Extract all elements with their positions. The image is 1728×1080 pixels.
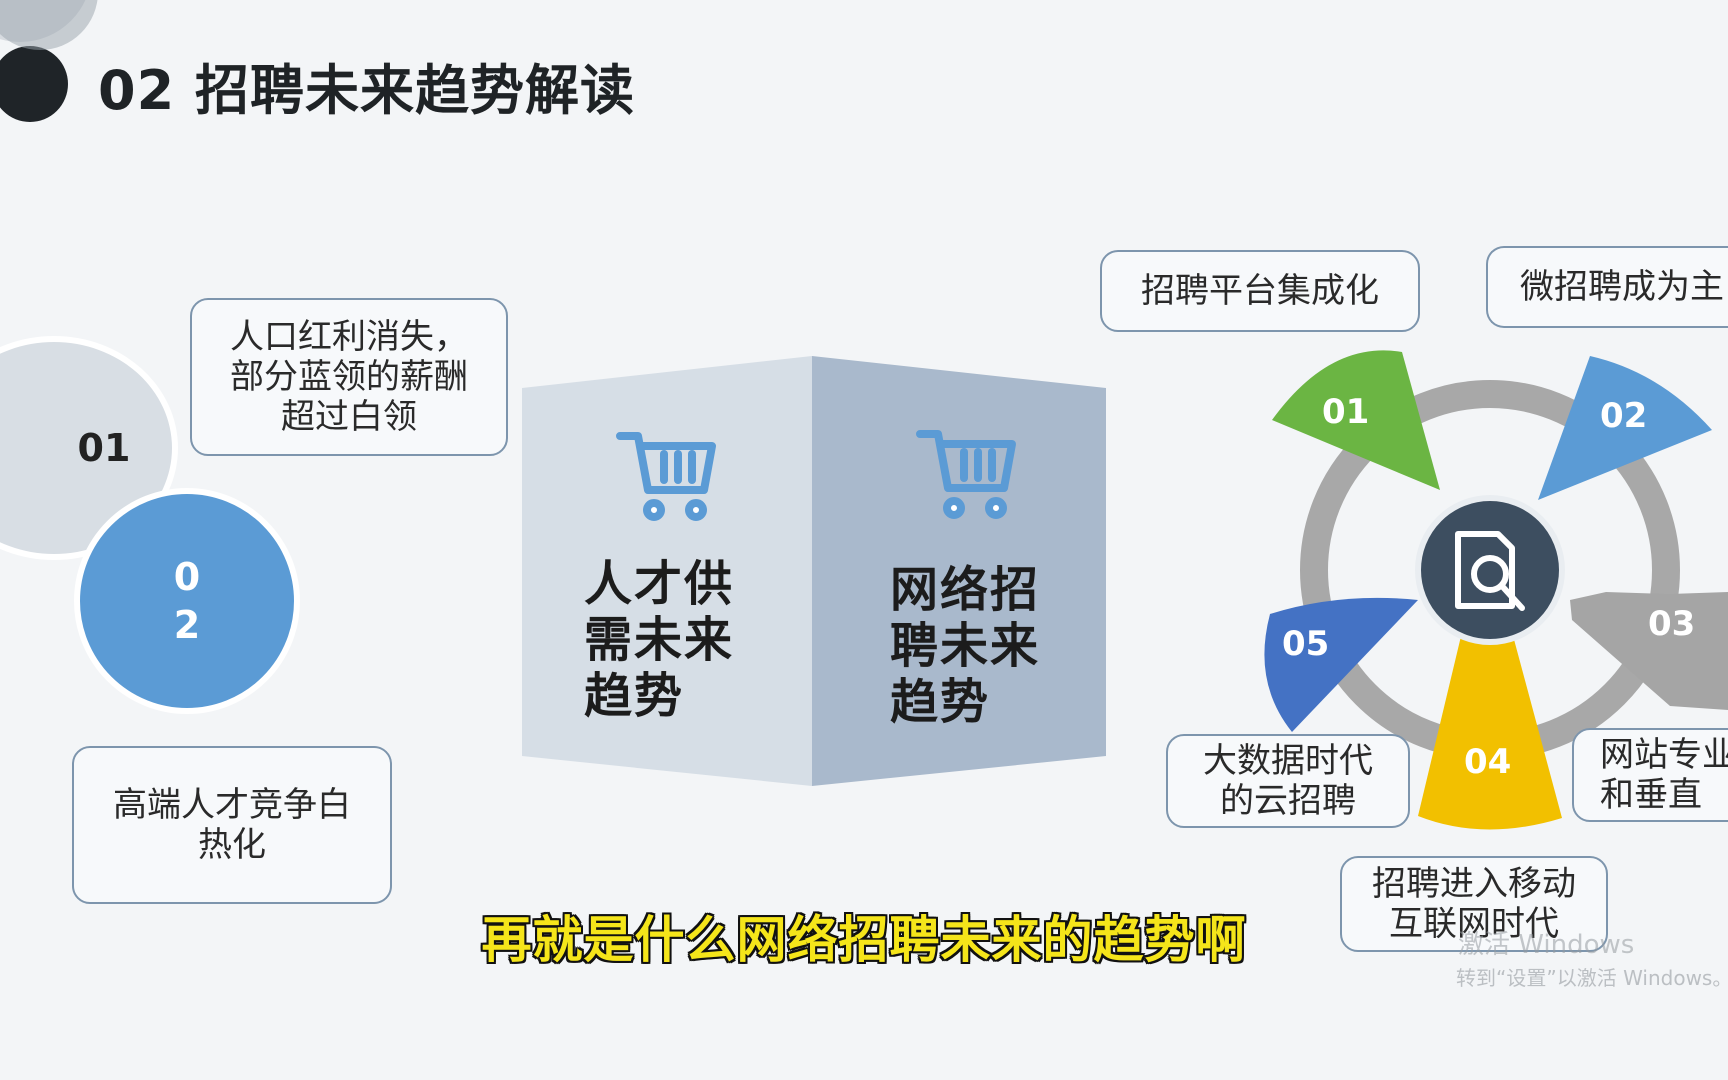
label-box-01-text: 招聘平台集成化 — [1141, 271, 1379, 311]
cube-right-text: 网络招 聘未来 趋势 — [890, 562, 1041, 730]
cube-left-text: 人才供 需未来 趋势 — [584, 556, 735, 724]
circle-02-label: 0 2 — [173, 555, 201, 647]
slide-title: 02 招聘未来趋势解读 — [98, 59, 635, 122]
document-search-icon — [1455, 531, 1525, 611]
circle-02: 0 2 — [74, 488, 300, 714]
windows-activation-watermark-title: 激活 Windows — [1458, 930, 1635, 960]
circle-01-label: 01 — [77, 426, 131, 470]
shopping-cart-icon-2 — [916, 430, 1016, 519]
text-box-population-label: 人口红利消失， 部分蓝领的薪酬 超过白领 — [230, 317, 468, 437]
label-box-02: 微招聘成为主 — [1486, 246, 1728, 328]
label-box-03-text: 网站专业 和垂直 — [1600, 735, 1728, 815]
center-hub — [1415, 495, 1565, 645]
text-box-talent-label: 高端人才竞争白 热化 — [113, 785, 351, 865]
text-box-population: 人口红利消失， 部分蓝领的薪酬 超过白领 — [190, 298, 508, 456]
label-box-01: 招聘平台集成化 — [1100, 250, 1420, 332]
label-box-03: 网站专业 和垂直 — [1572, 728, 1728, 822]
petal-02 — [1538, 356, 1712, 500]
petal-05 — [1264, 597, 1418, 732]
video-subtitle: 再就是什么网络招聘未来的趋势啊 — [481, 911, 1247, 969]
windows-activation-watermark-hint: 转到“设置”以激活 Windows。 — [1456, 966, 1728, 990]
shopping-cart-icon — [616, 432, 716, 521]
label-box-05-text: 大数据时代 的云招聘 — [1203, 741, 1373, 821]
petal-02-label: 02 — [1600, 396, 1647, 436]
petal-04 — [1418, 632, 1562, 830]
text-box-talent: 高端人才竞争白 热化 — [72, 746, 392, 904]
label-box-05: 大数据时代 的云招聘 — [1166, 734, 1410, 828]
decorative-corner-circles — [0, 0, 98, 122]
trend-radial-diagram: 01 02 03 04 05 — [1264, 350, 1728, 830]
petal-03-label: 03 — [1648, 604, 1695, 644]
petal-03 — [1570, 592, 1728, 710]
petal-04-label: 04 — [1464, 742, 1511, 782]
cube-graphic — [522, 356, 1106, 786]
label-box-04-text: 招聘进入移动 互联网时代 — [1372, 864, 1576, 944]
label-box-04: 招聘进入移动 互联网时代 — [1340, 856, 1608, 952]
petal-05-label: 05 — [1282, 624, 1329, 664]
petal-01-label: 01 — [1322, 392, 1369, 432]
petal-01 — [1272, 350, 1440, 490]
label-box-02-text: 微招聘成为主 — [1520, 267, 1724, 307]
